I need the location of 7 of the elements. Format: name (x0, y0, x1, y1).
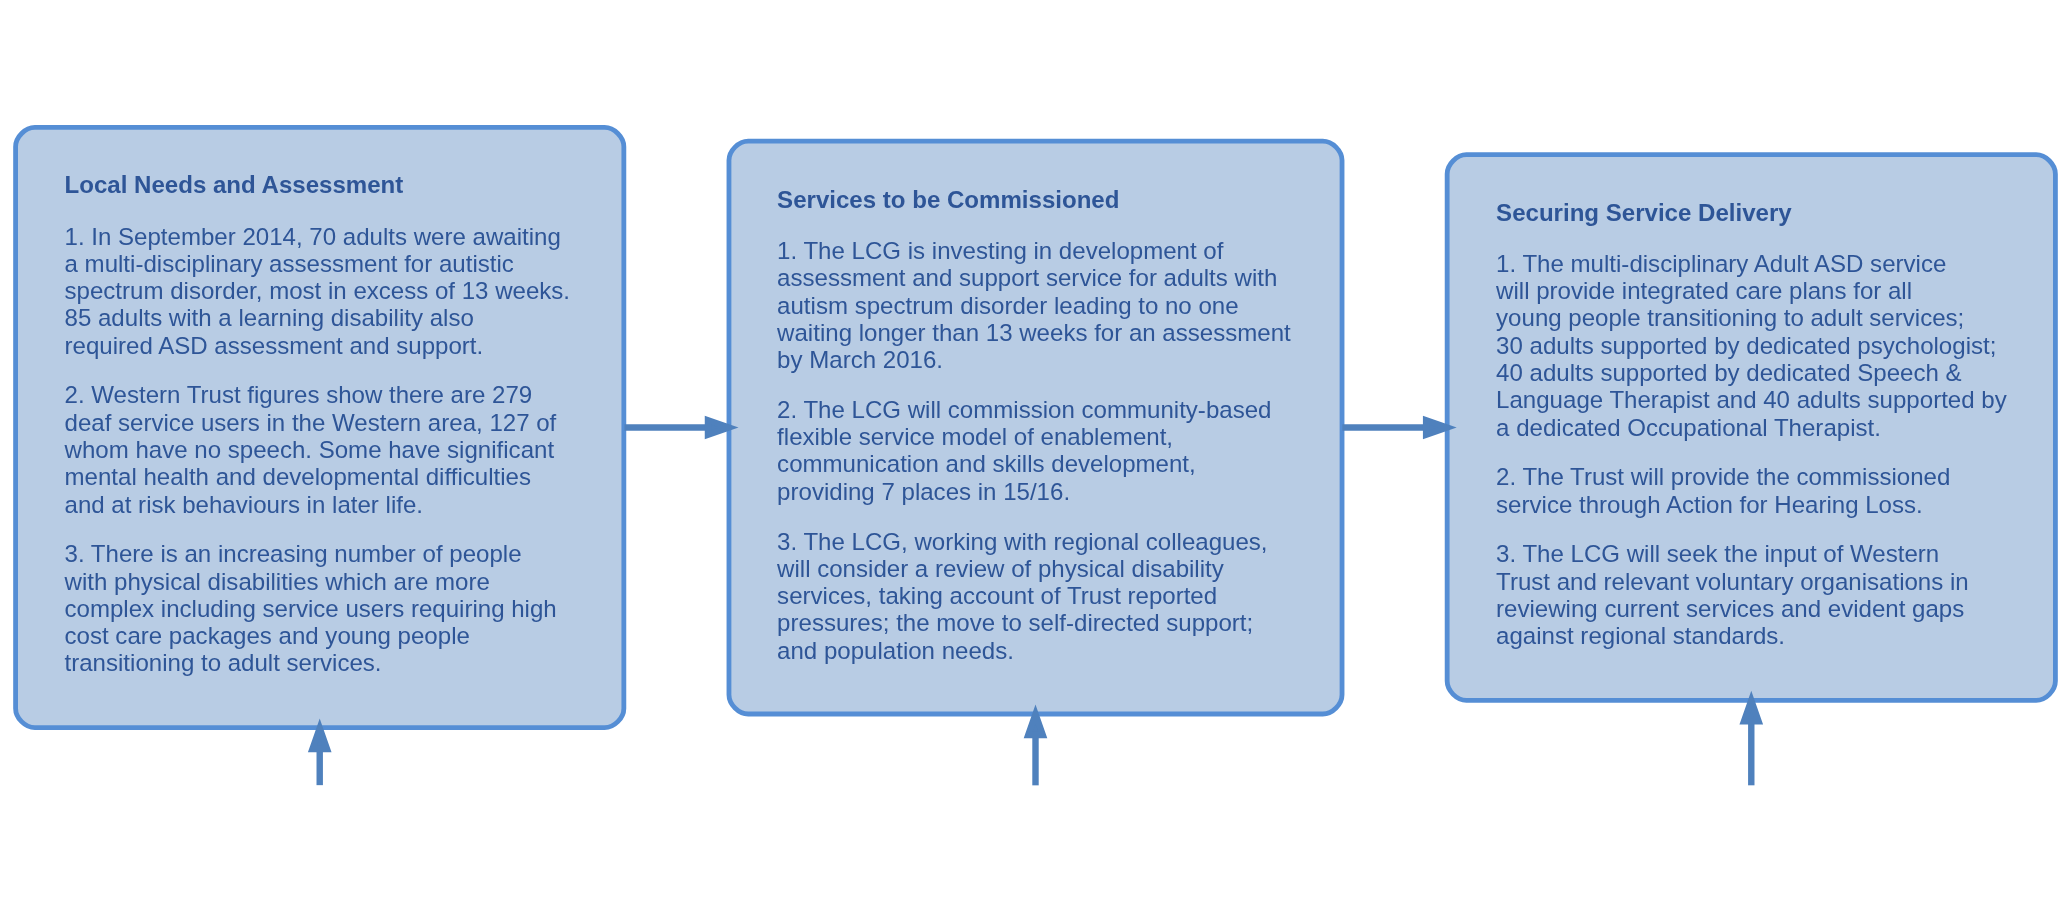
arrow (1342, 415, 1457, 439)
node-box: Services to be Commissioned 1. The LCG is investing in development of assessment and support service for adults with autism spectrum disorder leading to no one waiting longer than 13 weeks for an assessment by March 2016. 2. The LCG will commission community-based flexible service model of enablement, communication and skills development, providing 7 places in 15/16. 3. The LCG, working with regional colleagues, will consider a review of physical disability services, taking account of Trust reported pressures; the move to self-directed support; and population needs. (726, 138, 1345, 716)
arrow (307, 717, 332, 785)
arrow (1023, 703, 1048, 785)
arrow (624, 415, 739, 439)
node-box: Local Needs and Assessment 1. In September 2014, 70 adults were awaiting a multi-disciplinary assessment for autistic spectrum disorder, most in excess of 13 weeks. 85 adults with a learning disability also required ASD assessment and support. 2. Western Trust figures show there are 279 deaf service users in the Western area, 127 of whom have no speech. Some have significant mental health and developmental difficulties and at risk behaviours in later life. 3. There is an increasing number of people with physical disabilities which are more complex including service users requiring high cost care packages and young people transitioning to adult services. (13, 124, 627, 730)
node-box: Securing Service Delivery 1. The multi-disciplinary Adult ASD service will provide integrated care plans for all young people transitioning to adult services; 30 adults supported by dedicated psychologist; 40 adults supported by dedicated Speech & Language Therapist and 40 adults supported by a dedicated Occupational Therapist. 2. The Trust will provide the commissioned service through Action for Hearing Loss. 3. The LCG will seek the input of Western Trust and relevant voluntary organisations in reviewing current services and evident gaps against regional standards. (1444, 151, 2058, 703)
